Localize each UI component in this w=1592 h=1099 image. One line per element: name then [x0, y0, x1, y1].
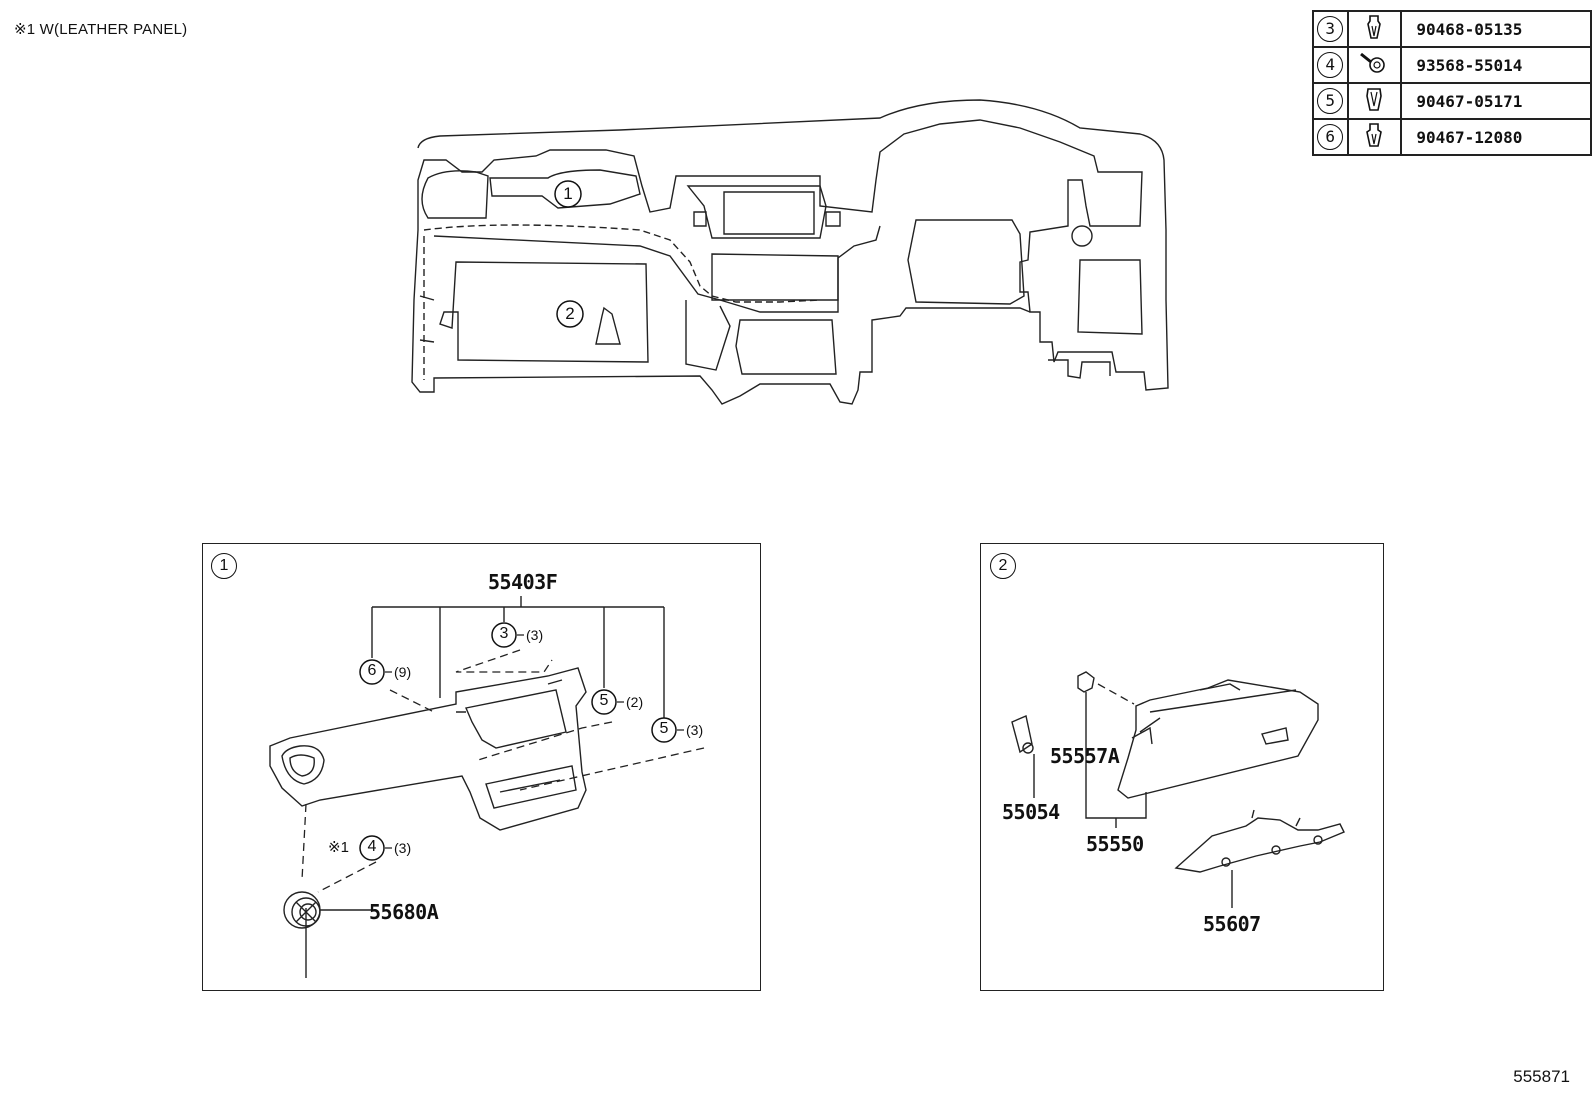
callout-3-qty: (3) [526, 627, 544, 643]
overview-callout-1-label: 1 [563, 184, 573, 203]
overview-callouts [554, 180, 584, 328]
part-label-55557A[interactable]: 55557A [1050, 744, 1120, 768]
detail-panel-1 [202, 543, 761, 991]
callout-4-qty: (3) [394, 840, 412, 856]
air-vent-55680A [283, 891, 376, 929]
instrument-panel-trim-55403F [269, 667, 587, 831]
detail-panel-2 [980, 543, 1384, 991]
legend-part-number[interactable]: 90468-05135 [1400, 10, 1592, 48]
panel-1-callout-circles [359, 622, 677, 861]
glove-box-support-55607 [1174, 809, 1345, 873]
part-label-55680A[interactable]: 55680A [369, 900, 439, 924]
glove-box-door-55550 [1117, 679, 1319, 799]
document-number: 555871 [1513, 1067, 1570, 1086]
legend-ref-number: 4 [1317, 52, 1344, 78]
panel-1-number: 1 [211, 553, 237, 579]
damper-55054 [1011, 715, 1034, 754]
legend-ref-number: 5 [1317, 88, 1344, 114]
callout-3-label: 3 [499, 625, 509, 642]
clip-icon [1366, 88, 1383, 111]
stopper-55557A [1077, 671, 1095, 693]
callout-dashes [385, 634, 684, 849]
fastener-legend-table: 3 90468-05135 4 93568-55014 5 90467-0517… [1312, 10, 1592, 156]
callout-5-qty: (2) [626, 694, 644, 710]
callout-5-qty: (3) [686, 722, 704, 738]
legend-row: 3 90468-05135 [1312, 10, 1592, 48]
overview-callout-2-label: 2 [565, 304, 575, 323]
dashboard-hidden-lines [423, 224, 821, 380]
part-label-55607[interactable]: 55607 [1203, 912, 1261, 936]
callout-5[interactable] [591, 689, 617, 715]
part-label-55550[interactable]: 55550 [1086, 832, 1144, 856]
clip-icon [1367, 15, 1382, 39]
callout-4-label: 4 [367, 838, 377, 855]
legend-part-number[interactable]: 90467-05171 [1400, 82, 1592, 120]
callout-5-label: 5 [659, 720, 669, 737]
callout-6-qty: (9) [394, 664, 412, 680]
callout-4[interactable] [359, 835, 385, 861]
overview-callout-2[interactable] [556, 300, 584, 328]
clip-icon [1366, 123, 1383, 147]
part-label-55054[interactable]: 55054 [1002, 800, 1060, 824]
legend-row: 6 90467-12080 [1312, 118, 1592, 156]
callout-5[interactable] [651, 717, 677, 743]
leather-note-mark: ※1 [328, 839, 349, 856]
part-label-55403F[interactable]: 55403F [488, 570, 558, 594]
dashed-install-lines [301, 649, 705, 893]
legend-row: 4 93568-55014 [1312, 46, 1592, 84]
panel-2-dashed [1097, 683, 1135, 705]
legend-ref-number: 6 [1317, 124, 1344, 150]
legend-part-number[interactable]: 93568-55014 [1400, 46, 1592, 84]
callout-3[interactable] [491, 622, 517, 648]
legend-part-number[interactable]: 90467-12080 [1400, 118, 1592, 156]
callout-6[interactable] [359, 659, 385, 685]
callout-6-label: 6 [367, 662, 377, 679]
legend-ref-number: 3 [1317, 16, 1344, 42]
panel-2-number: 2 [990, 553, 1016, 579]
dashboard-outline [411, 99, 1169, 405]
overview-callout-1[interactable] [554, 180, 582, 208]
screw-icon [1360, 52, 1386, 73]
callout-5-label: 5 [599, 692, 609, 709]
panel-2-leaders [1033, 692, 1233, 908]
leather-panel-note: ※1 W(LEATHER PANEL) [14, 21, 188, 38]
legend-row: 5 90467-05171 [1312, 82, 1592, 120]
